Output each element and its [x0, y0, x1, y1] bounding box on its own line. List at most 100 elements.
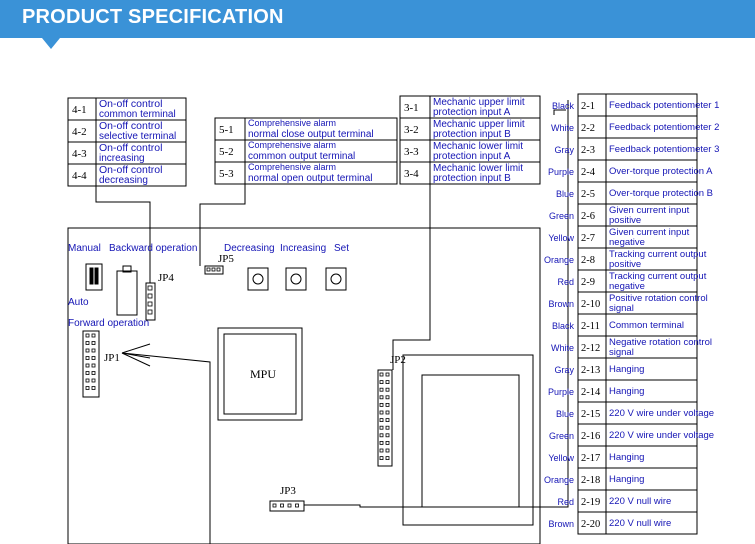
jp5-pin [216, 267, 221, 272]
jp2-pin [385, 448, 390, 453]
group2-wire-color: White [551, 343, 574, 353]
jp1-header [82, 330, 100, 398]
group2-label-line1: Hanging [609, 474, 644, 485]
group2-label-line1: 220 V null wire [609, 518, 671, 529]
group3-label-line2: protection input B [433, 173, 511, 184]
increasing-button [285, 267, 307, 291]
group4-label-line1: On-off control [99, 120, 162, 132]
group4-code: 4-4 [72, 170, 87, 182]
jp1-pin [91, 378, 96, 383]
group2-label-line1: Tracking current output [609, 271, 707, 282]
group2-code: 2-18 [581, 475, 600, 486]
auto-label: Auto [68, 297, 89, 308]
group5-label-line2: common output terminal [248, 151, 355, 162]
jp4-pin [147, 285, 153, 291]
jp2-pin [379, 418, 384, 423]
jp2-pin [385, 387, 390, 392]
decreasing-button [247, 267, 269, 291]
group5-table [214, 117, 398, 185]
group3-label-line1: Mechanic lower limit [433, 163, 523, 174]
jp3-pin [295, 503, 299, 508]
jp1-pin [91, 363, 96, 368]
jp5-pin [206, 267, 211, 272]
jp2-pin [385, 380, 390, 385]
jp5-label: JP5 [218, 253, 234, 265]
jp2-header [377, 369, 393, 467]
group2-label-line1: Common terminal [609, 320, 684, 331]
group2-label-line2: negative [609, 237, 645, 248]
jp3-label: JP3 [280, 485, 296, 497]
group5-label-line1: Comprehensive alarm [248, 118, 336, 128]
group2-wire-color: Gray [554, 145, 574, 155]
group2-wire-color: Blue [556, 189, 574, 199]
group2-label-line2: signal [609, 303, 634, 314]
page-title: PRODUCT SPECIFICATION [22, 6, 284, 28]
group4-label-line2: increasing [99, 153, 145, 164]
jp2-pin [379, 456, 384, 461]
group3-code: 3-4 [404, 168, 419, 180]
group2-wire-color: Purple [548, 387, 574, 397]
group2-code: 2-11 [581, 321, 600, 332]
mpu-outer [217, 327, 303, 421]
group5-code: 5-3 [219, 168, 234, 180]
jp1-pin [91, 371, 96, 375]
group2-wire-color: White [551, 123, 574, 133]
wire-jp1 [121, 352, 211, 544]
group2-label-line1: Over-torque protection B [609, 188, 713, 199]
jp2-pin [385, 433, 390, 438]
group2-wire-color: Purple [548, 167, 574, 177]
jp1-pin [91, 333, 96, 338]
jp2-pin [379, 425, 384, 430]
group2-label-line1: Given current input [609, 205, 690, 216]
jp1-pin [85, 378, 90, 383]
dip-switch [85, 263, 103, 291]
group2-label-line2: negative [609, 281, 645, 292]
group3-label-line1: Mechanic upper limit [433, 119, 525, 130]
jp3-pin [272, 503, 277, 508]
jp1-pin [85, 363, 90, 368]
backward-operation-label: Backward operation [109, 243, 197, 254]
jp2-pin [379, 448, 384, 453]
jp2-pin [385, 440, 390, 445]
jp1-pin [91, 356, 96, 360]
group3-code: 3-3 [404, 146, 419, 158]
group5-label-line2: normal open output terminal [248, 173, 373, 184]
increasing-label: Increasing [280, 243, 326, 254]
group2-wire-color: Black [552, 321, 575, 331]
group2-label-line1: Negative rotation control [609, 337, 712, 348]
group4-code: 4-1 [72, 104, 87, 116]
group3-label-line2: protection input B [433, 129, 511, 140]
wire-group2 [304, 100, 569, 508]
group3-label-line1: Mechanic upper limit [433, 97, 525, 108]
group2-label-line1: 220 V wire under voltage [609, 408, 714, 419]
group2-wire-color: Green [549, 431, 574, 441]
jp5-header [204, 265, 224, 275]
jp3-pin [280, 503, 284, 508]
group2-table [577, 93, 698, 535]
group2-wire-color: Black [552, 101, 575, 111]
jp2-pin [385, 410, 390, 415]
jp2-pin [379, 402, 384, 407]
group2-wire-color: Brown [548, 299, 574, 309]
group3-label-line2: protection input A [433, 151, 511, 162]
group2-code: 2-19 [581, 497, 600, 508]
group4-code: 4-3 [72, 148, 87, 160]
group2-code: 2-17 [581, 453, 600, 464]
controller-board [67, 227, 541, 544]
group4-code: 4-2 [72, 126, 87, 138]
group3-table [399, 95, 541, 185]
banner-pointer [42, 38, 60, 49]
wire-group5 [199, 184, 246, 266]
jp2-pin [379, 380, 384, 385]
decreasing-label: Decreasing [224, 243, 275, 254]
group4-label-line1: On-off control [99, 142, 162, 154]
jp1-pin [85, 348, 90, 353]
group2-code: 2-12 [581, 343, 600, 354]
jp2-label: JP2 [390, 354, 406, 366]
group2-code: 2-7 [581, 233, 595, 244]
group2-code: 2-2 [581, 123, 595, 134]
jp2-pin [385, 402, 390, 407]
jp2-pin [385, 395, 390, 400]
group2-code: 2-10 [581, 299, 600, 310]
jp1-pin [85, 386, 90, 390]
